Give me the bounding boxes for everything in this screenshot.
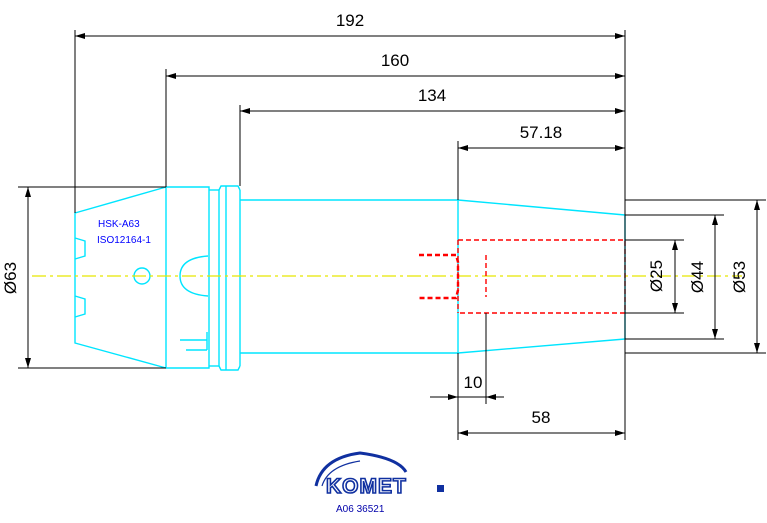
dim-bore-depth: 10 xyxy=(464,373,483,392)
dim-bore-diameter: Ø25 xyxy=(647,260,666,292)
komet-logo: KOMET xyxy=(314,451,444,499)
dim-overall-length: 192 xyxy=(336,11,364,30)
dim-front-length: 58 xyxy=(532,408,551,427)
dim-body-diameter: Ø53 xyxy=(730,261,749,293)
dim-length-160: 160 xyxy=(381,51,409,70)
logo-arc xyxy=(314,451,408,487)
dim-length-57-18: 57.18 xyxy=(520,123,563,142)
dim-flange-diameter: Ø63 xyxy=(1,262,20,294)
dim-length-134: 134 xyxy=(418,86,446,105)
dim-front-diameter: Ø44 xyxy=(688,261,707,293)
hidden-thread-marks xyxy=(419,253,460,300)
dimension-lines xyxy=(18,30,766,440)
logo-text: KOMET xyxy=(326,475,407,498)
spec-standard: HSK-A63 xyxy=(98,219,140,230)
spec-iso: ISO12164-1 xyxy=(97,235,151,246)
document-number: A06 36521 xyxy=(336,504,385,515)
tool-holder-outline xyxy=(74,185,626,371)
logo-dot xyxy=(437,485,444,492)
